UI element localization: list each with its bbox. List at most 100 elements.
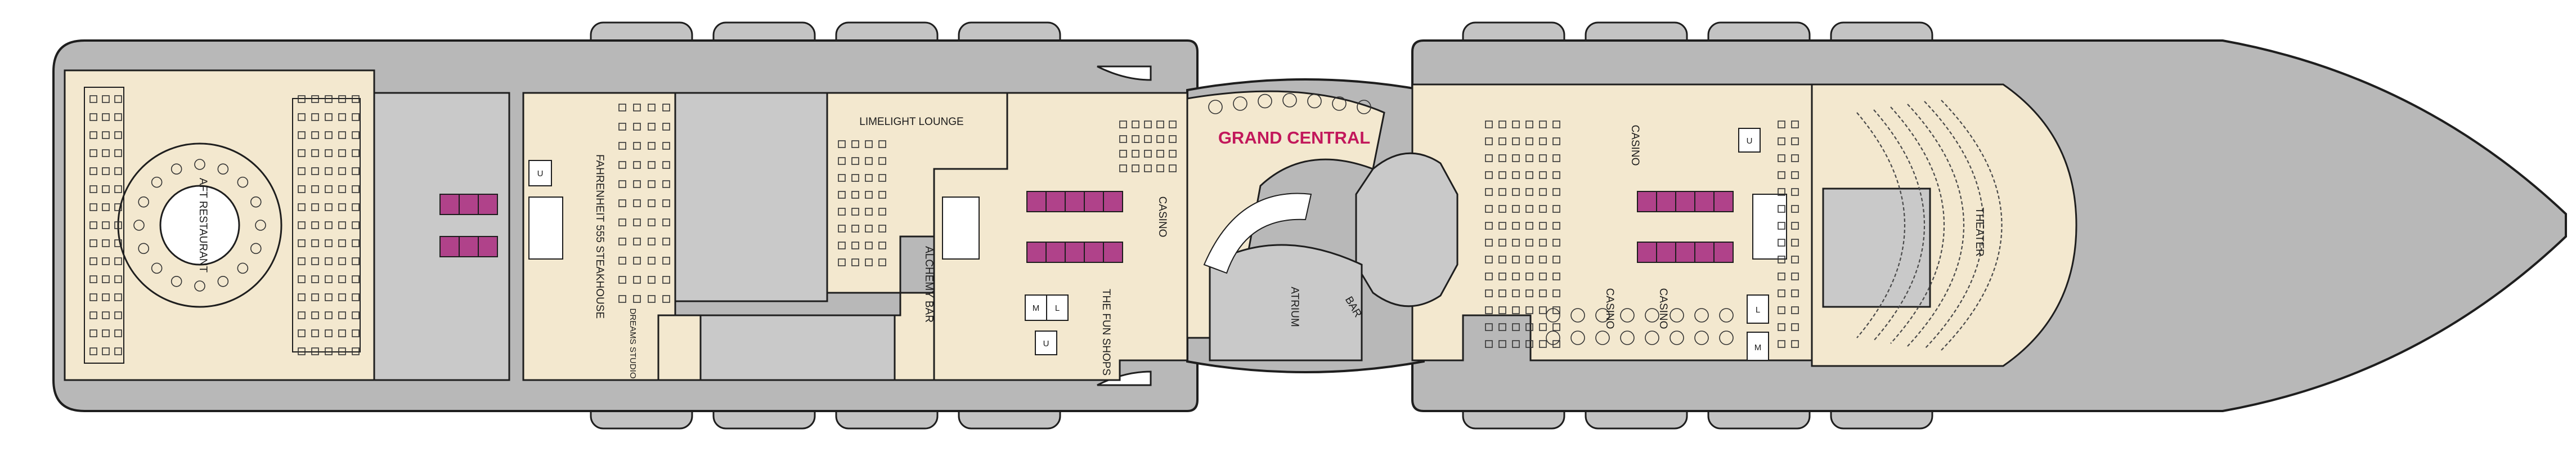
table-icon: [1156, 120, 1164, 128]
table-icon: [114, 239, 122, 247]
table-icon: [352, 257, 360, 265]
table-icon: [618, 257, 626, 265]
table-icon: [298, 95, 306, 103]
table-icon: [633, 161, 641, 169]
table-icon: [89, 275, 97, 283]
table-icon: [114, 113, 122, 121]
elevator-mark-m-fwd: M: [1754, 343, 1762, 352]
tender-mark-bottom: [1097, 370, 1152, 386]
table-icon: [1498, 137, 1506, 145]
table-icon: [325, 131, 333, 139]
table-icon: [662, 180, 670, 188]
table-icon: [338, 149, 346, 157]
table-icon: [648, 238, 656, 245]
table-icon: [89, 221, 97, 229]
table-icon: [1539, 306, 1547, 314]
table-icon: [851, 225, 859, 233]
table-icon: [89, 311, 97, 319]
table-icon: [352, 347, 360, 355]
table-icon: [311, 239, 319, 247]
table-icon: [838, 242, 846, 249]
table-icon: [1552, 120, 1560, 128]
table-icon: [338, 167, 346, 175]
table-icon: [618, 142, 626, 150]
round-table-icon: [250, 196, 262, 208]
table-icon: [1791, 154, 1799, 162]
label-atrium: ATRIUM: [1289, 287, 1300, 327]
table-icon: [1512, 239, 1520, 247]
elevator-mark-l-fwd: L: [1756, 305, 1760, 315]
table-icon: [352, 239, 360, 247]
table-icon: [1132, 120, 1139, 128]
table-icon: [325, 95, 333, 103]
table-icon: [338, 95, 346, 103]
table-icon: [1498, 205, 1506, 213]
round-table-icon: [194, 280, 205, 292]
table-icon: [1512, 323, 1520, 331]
label-aft-restaurant: AFT RESTAURANT: [197, 178, 209, 273]
table-icon: [1144, 150, 1152, 158]
round-table-icon: [1694, 308, 1709, 323]
table-icon: [352, 203, 360, 211]
table-icon: [1539, 222, 1547, 230]
table-icon: [89, 167, 97, 175]
table-icon: [618, 276, 626, 284]
elevator-boxes: [528, 128, 1769, 361]
table-icon: [1169, 120, 1177, 128]
table-icon: [1485, 222, 1493, 230]
table-icon: [633, 104, 641, 111]
table-icon: [1132, 150, 1139, 158]
table-icon: [1552, 239, 1560, 247]
table-icon: [1791, 256, 1799, 264]
table-icon: [662, 161, 670, 169]
label-casino-fwd-low-b: CASINO: [1657, 288, 1669, 329]
round-table-icon: [255, 220, 266, 231]
round-table-icon: [194, 159, 205, 170]
table-icon: [865, 191, 873, 199]
table-icon: [325, 293, 333, 301]
table-icon: [662, 199, 670, 207]
table-icon: [633, 123, 641, 131]
table-icon: [1778, 239, 1785, 247]
table-icon: [338, 131, 346, 139]
table-icon: [1525, 239, 1533, 247]
table-icon: [1791, 340, 1799, 348]
table-icon: [338, 311, 346, 319]
table-icon: [338, 221, 346, 229]
table-icon: [878, 242, 886, 249]
table-icon: [1778, 323, 1785, 331]
theater-seating: [1856, 100, 2003, 351]
table-icon: [838, 225, 846, 233]
table-icon: [1169, 150, 1177, 158]
table-icon: [648, 295, 656, 303]
table-icon: [1539, 120, 1547, 128]
table-icon: [1552, 222, 1560, 230]
table-icon: [648, 123, 656, 131]
table-icon: [1539, 256, 1547, 264]
table-icon: [298, 149, 306, 157]
table-icon: [1791, 273, 1799, 280]
table-icon: [1791, 222, 1799, 230]
table-icon: [1485, 137, 1493, 145]
table-icon: [1512, 273, 1520, 280]
table-icon: [89, 257, 97, 265]
table-icon: [618, 238, 626, 245]
table-icon: [662, 257, 670, 265]
round-table-icon: [170, 163, 182, 175]
table-icon: [618, 199, 626, 207]
table-icon: [352, 311, 360, 319]
table-icon: [298, 275, 306, 283]
table-icon: [1525, 340, 1533, 348]
table-icon: [1525, 289, 1533, 297]
round-table-icon: [1233, 96, 1247, 111]
table-icon: [618, 104, 626, 111]
round-table-icon: [151, 262, 163, 274]
round-table-icon: [1332, 96, 1347, 111]
table-icon: [114, 203, 122, 211]
table-icon: [102, 203, 110, 211]
table-icon: [311, 203, 319, 211]
round-table-icon: [151, 176, 163, 188]
table-icon: [114, 131, 122, 139]
table-icon: [325, 311, 333, 319]
table-icon: [633, 238, 641, 245]
